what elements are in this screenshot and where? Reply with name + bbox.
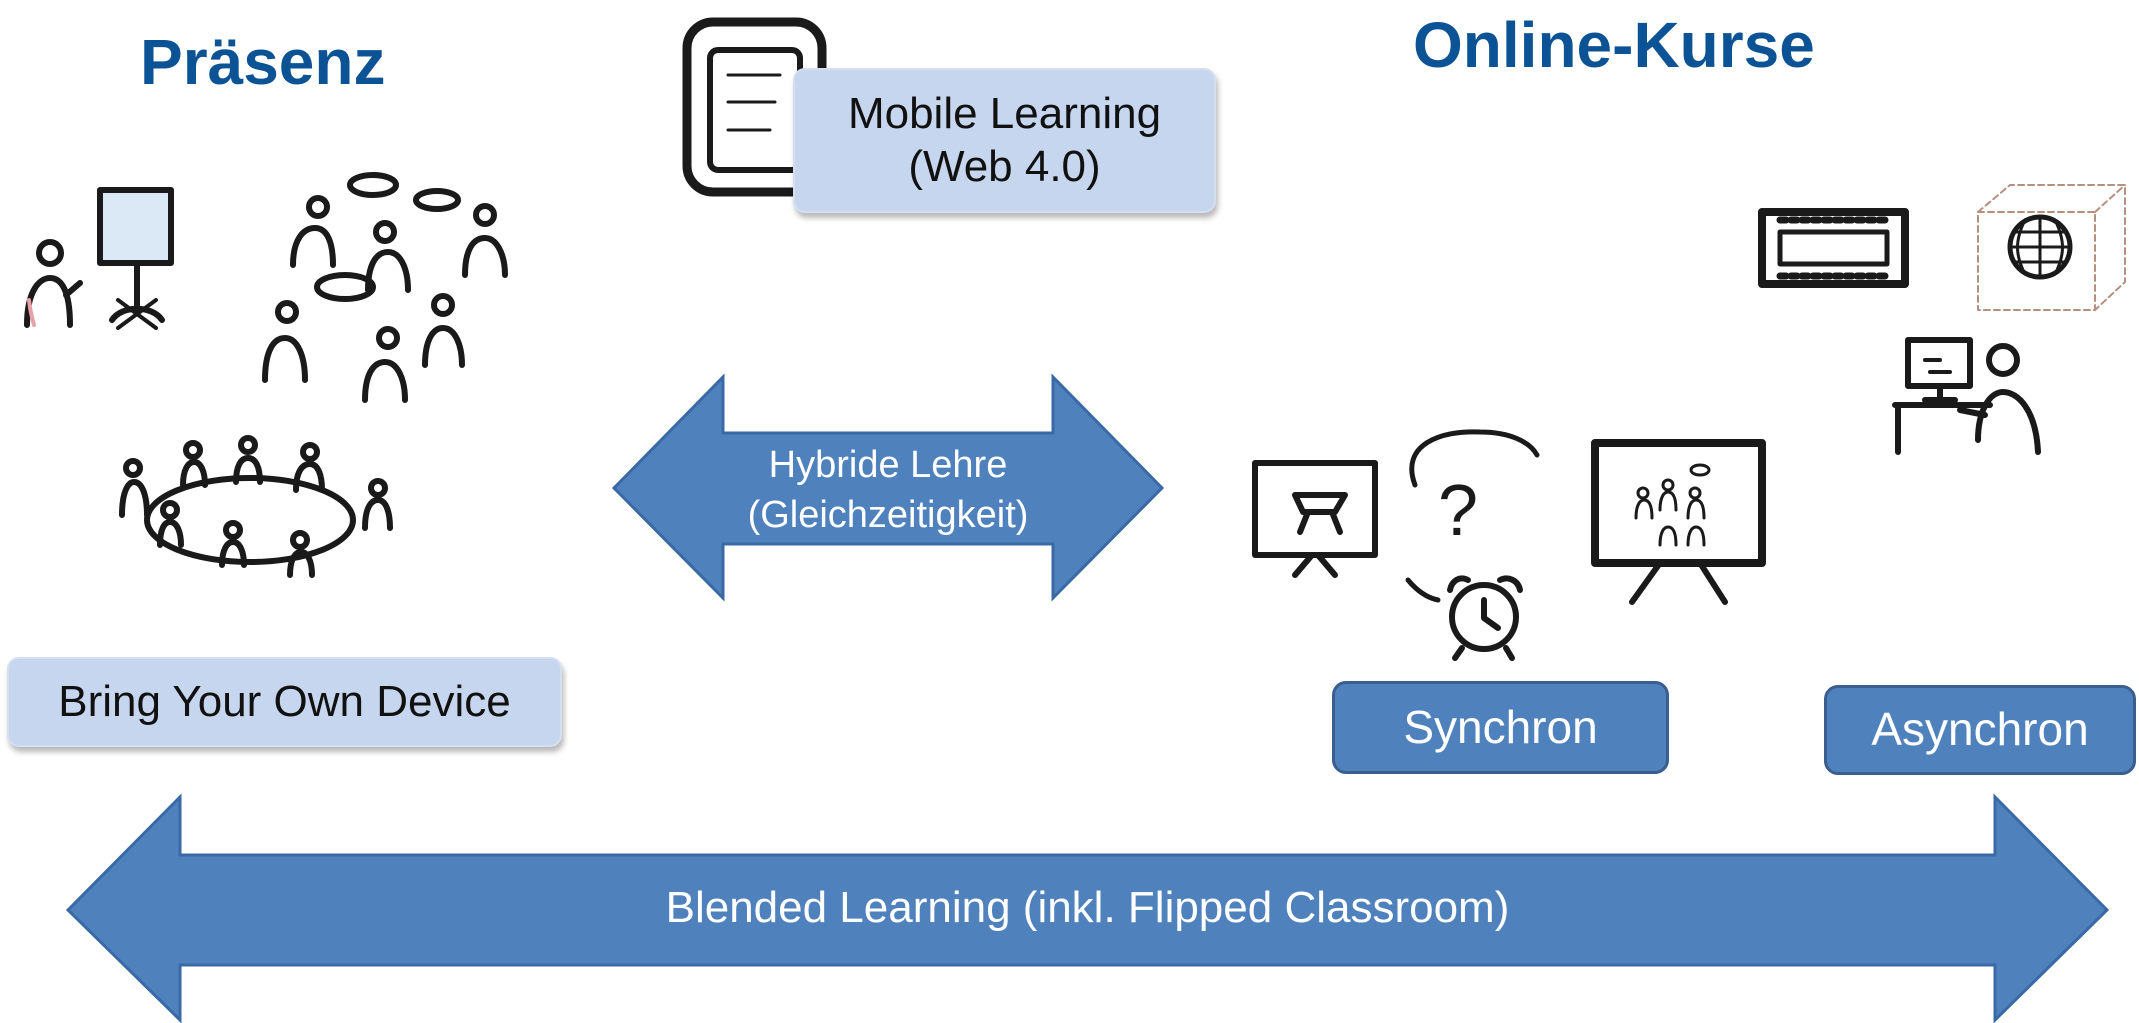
globe-cube-icon [1977, 184, 2126, 311]
alarm-clock-icon [1447, 575, 1523, 661]
film-strip-icon [1758, 208, 1909, 288]
hybrid-teaching-label: Hybride Lehre (Gleichzeitigkeit) [723, 440, 1053, 540]
synchron-label: Synchron [1403, 700, 1598, 753]
hybrid-teaching-arrow [611, 373, 1165, 602]
byod-box: Bring Your Own Device [7, 657, 562, 747]
asynchron-box: Asynchron [1824, 685, 2136, 775]
mobile-learning-sublabel: (Web 4.0) [908, 141, 1101, 191]
group-discussion-icon [262, 172, 508, 403]
presenter-flipchart-icon [24, 187, 174, 330]
presence-heading: Präsenz [140, 26, 386, 98]
blended-learning-arrow [65, 793, 2110, 1023]
computer-user-icon [1892, 337, 2041, 455]
round-table-icon [119, 435, 393, 578]
mobile-learning-label: Mobile Learning [847, 88, 1162, 138]
question-mark-icon: ? [1405, 429, 1540, 603]
asynchron-label: Asynchron [1871, 703, 2089, 756]
presentation-board-icon [1252, 460, 1378, 578]
synchron-box: Synchron [1332, 681, 1669, 774]
video-conference-screen-icon [1591, 439, 1766, 605]
hybrid-teaching-subtitle: (Gleichzeitigkeit) [747, 494, 1029, 536]
hybrid-teaching-title: Hybride Lehre [768, 444, 1008, 486]
online-courses-heading: Online-Kurse [1413, 9, 1815, 81]
question-mark-text: ? [1438, 471, 1478, 551]
mobile-learning-box: Mobile Learning (Web 4.0) [793, 68, 1216, 213]
blended-learning-label: Blended Learning (inkl. Flipped Classroo… [665, 883, 1510, 932]
byod-label: Bring Your Own Device [58, 676, 511, 726]
